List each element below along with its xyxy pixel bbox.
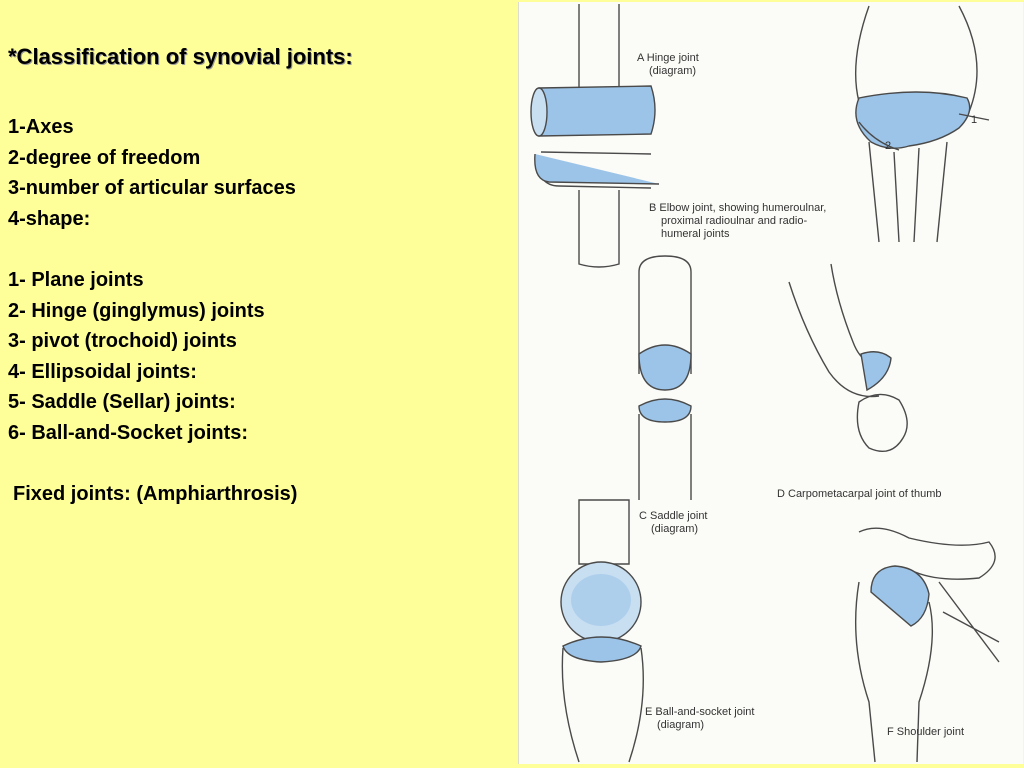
joints-illustration	[530, 4, 1000, 763]
type-pivot: 3- pivot (trochoid) joints	[8, 330, 237, 353]
slide-title: *Classification of synovial joints:	[8, 44, 353, 69]
criterion-shape: 4-shape:	[8, 207, 91, 230]
fixed-joints: Fixed joints: (Amphiarthrosis)	[13, 483, 298, 506]
caption-shoulder-joint: F Shoulder joint	[887, 726, 965, 738]
criterion-surfaces: 3-number of articular surfaces	[8, 177, 296, 200]
classification-text: 1-Axes 2-degree of freedom 3-number of a…	[8, 112, 297, 510]
ball-socket-joint-diagram	[560, 499, 644, 763]
hinge-joint-diagram	[530, 4, 660, 268]
saddle-joint-diagram	[638, 255, 692, 500]
type-plane: 1- Plane joints	[8, 268, 144, 291]
type-ellipsoidal: 4- Ellipsoidal joints:	[8, 360, 197, 383]
elbow-label-1: 1	[971, 114, 978, 126]
caption-carpometacarpal-joint: D Carpometacarpal joint of thumb	[777, 488, 942, 500]
joints-figure: A Hinge joint (diagram) B Elbow joint, s…	[518, 2, 1023, 764]
shoulder-joint-drawing	[854, 527, 1000, 763]
caption-elbow-joint: B Elbow joint, showing humeroulnar, prox…	[649, 202, 827, 240]
caption-hinge-joint: A Hinge joint (diagram)	[637, 52, 699, 77]
elbow-label-2: 2	[885, 140, 892, 152]
type-ball-socket: 6- Ball-and-Socket joints:	[8, 421, 249, 444]
type-hinge: 2- Hinge (ginglymus) joints	[8, 299, 265, 322]
caption-saddle-joint: C Saddle joint (diagram)	[639, 510, 708, 535]
type-saddle: 5- Saddle (Sellar) joints:	[8, 391, 236, 414]
caption-ball-socket-joint: E Ball-and-socket joint (diagram)	[645, 706, 755, 731]
criterion-axes: 1-Axes	[8, 116, 74, 138]
elbow-joint-drawing	[855, 5, 990, 243]
criterion-freedom: 2-degree of freedom	[8, 146, 201, 169]
carpometacarpal-joint-drawing	[788, 263, 908, 452]
